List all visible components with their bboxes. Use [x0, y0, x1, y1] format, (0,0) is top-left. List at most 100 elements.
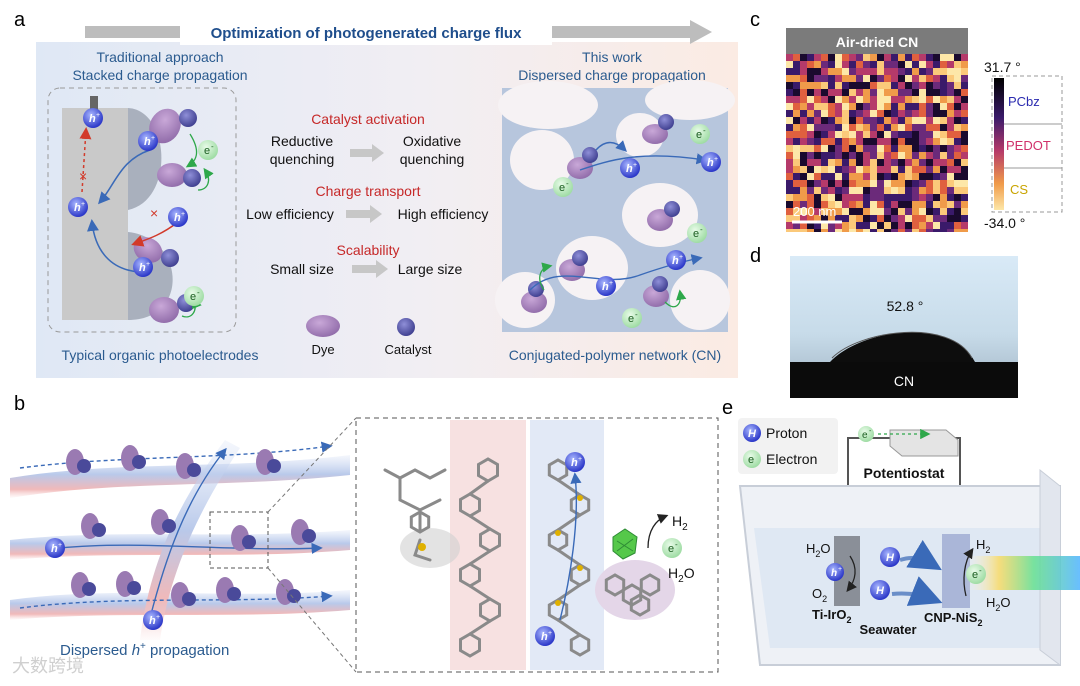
afm-pixel: [786, 82, 793, 89]
afm-pixel: [912, 82, 919, 89]
afm-pixel: [821, 215, 828, 222]
afm-pixel: [926, 229, 933, 232]
afm-pixel: [919, 229, 926, 232]
zoom-box: [209, 511, 269, 569]
afm-pixel: [814, 166, 821, 173]
svg-text:+: +: [578, 456, 582, 463]
afm-pixel: [828, 187, 835, 194]
afm-pixel: [807, 61, 814, 68]
afm-pixel: [961, 187, 968, 194]
afm-pixel: [877, 215, 884, 222]
zoom-hole-top: h+: [565, 452, 585, 472]
afm-pixel: [884, 166, 891, 173]
afm-pixel: [933, 117, 940, 124]
afm-pixel: [877, 131, 884, 138]
fiber-catalyst: [302, 529, 316, 543]
legend-dye-icon: [306, 315, 340, 337]
afm-pixel: [884, 117, 891, 124]
svg-text:+: +: [609, 280, 613, 287]
afm-pixel: [912, 215, 919, 222]
afm-pixel: [863, 152, 870, 159]
afm-pixel: [793, 152, 800, 159]
afm-pixel: [842, 145, 849, 152]
afm-pixel: [856, 180, 863, 187]
svg-text:+: +: [714, 156, 718, 163]
tank-proton-2: H: [870, 580, 890, 600]
afm-pixel: [884, 110, 891, 117]
fiber-path-2: [59, 542, 323, 554]
afm-pixel: [814, 208, 821, 215]
afm-pixel: [800, 96, 807, 103]
afm-pixel: [947, 173, 954, 180]
afm-pixel: [919, 68, 926, 75]
afm-pixel: [863, 180, 870, 187]
legend-dye-label: Dye: [311, 342, 334, 357]
afm-pixel: [835, 187, 842, 194]
afm-pixel: [828, 145, 835, 152]
afm-pixel: [821, 208, 828, 215]
afm-pixel: [828, 61, 835, 68]
afm-pixel: [912, 173, 919, 180]
afm-pixel: [863, 208, 870, 215]
afm-pixel: [940, 54, 947, 61]
water-droplet: [830, 332, 975, 362]
afm-pixel: [898, 229, 905, 232]
afm-pixel: [786, 54, 793, 61]
afm-pixel: [898, 54, 905, 61]
afm-pixel: [954, 229, 961, 232]
afm-pixel: [870, 229, 877, 232]
afm-pixel: [800, 82, 807, 89]
afm-pixel: [891, 103, 898, 110]
colorbar-label-pedot: PEDOT: [1006, 138, 1051, 153]
afm-pixel: [793, 75, 800, 82]
fiber-catalyst: [242, 535, 256, 549]
afm-pixel: [898, 194, 905, 201]
legend-proton-label: Proton: [766, 425, 807, 441]
afm-pixel: [828, 229, 835, 232]
svg-text:e: e: [668, 543, 674, 555]
svg-text:e: e: [559, 182, 565, 194]
afm-pixel: [919, 194, 926, 201]
afm-pixel: [870, 68, 877, 75]
afm-pixel: [891, 187, 898, 194]
afm-pixel: [926, 159, 933, 166]
afm-pixel: [891, 173, 898, 180]
afm-pixel: [800, 180, 807, 187]
afm-pixel: [905, 82, 912, 89]
afm-pixel: [940, 180, 947, 187]
afm-pixel: [842, 159, 849, 166]
afm-pixel: [793, 194, 800, 201]
afm-pixel: [961, 124, 968, 131]
afm-pixel: [926, 54, 933, 61]
afm-pixel: [898, 152, 905, 159]
afm-pixel: [884, 215, 891, 222]
afm-pixel: [891, 89, 898, 96]
afm-pixel: [933, 208, 940, 215]
afm-pixel: [849, 89, 856, 96]
afm-pixel: [821, 131, 828, 138]
anode-o2: O2: [812, 586, 827, 604]
afm-pixel: [786, 222, 793, 229]
afm-pixel: [961, 131, 968, 138]
afm-pixel: [849, 159, 856, 166]
right-electron-path-1: [539, 262, 553, 291]
afm-pixel: [905, 54, 912, 61]
afm-pixel: [877, 201, 884, 208]
afm-pixel: [849, 138, 856, 145]
scalability-from: Small size: [270, 261, 334, 277]
left-title-2: Stacked charge propagation: [72, 67, 247, 83]
afm-pixel: [940, 75, 947, 82]
afm-pixel: [828, 173, 835, 180]
svg-text:h: h: [89, 113, 96, 125]
afm-pixel: [849, 54, 856, 61]
afm-pixel: [870, 145, 877, 152]
afm-pixel: [870, 159, 877, 166]
svg-text:h: h: [144, 136, 151, 148]
afm-pixel: [947, 159, 954, 166]
afm-pixel: [926, 194, 933, 201]
afm-pixel: [933, 222, 940, 229]
afm-pixel: [814, 103, 821, 110]
oer-arrow: [846, 555, 857, 593]
potentiostat-box: [889, 429, 959, 457]
afm-pixel: [807, 229, 814, 232]
